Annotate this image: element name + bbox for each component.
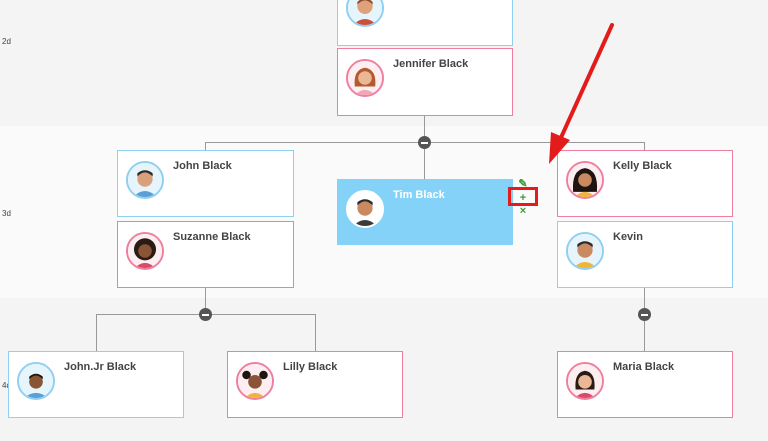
person-name: Kevin — [613, 231, 643, 243]
connector-line — [644, 142, 645, 150]
female-avatar-icon — [346, 59, 384, 97]
female-avatar-icon — [566, 161, 604, 199]
male-avatar-icon — [566, 232, 604, 270]
person-card-jennifer[interactable]: Jennifer Black — [337, 48, 513, 116]
collapse-toggle[interactable] — [418, 136, 431, 149]
person-name: Suzanne Black — [173, 231, 251, 243]
highlight-box — [508, 187, 538, 206]
person-name: Jennifer Black — [393, 58, 469, 70]
person-card-john-jr[interactable]: John.Jr Black — [8, 351, 184, 418]
male-avatar-icon — [346, 190, 384, 228]
connector-line — [205, 142, 206, 150]
collapse-toggle[interactable] — [199, 308, 212, 321]
person-name: Lilly Black — [283, 361, 338, 373]
person-name: Maria Black — [613, 361, 675, 373]
person-card-suzanne[interactable]: Suzanne Black — [117, 221, 294, 288]
connector-line — [424, 116, 425, 142]
connector-line — [315, 314, 316, 351]
plus-icon[interactable]: + — [519, 192, 527, 204]
male-avatar-icon — [126, 161, 164, 199]
person-card-top[interactable] — [337, 0, 513, 46]
connector-line — [205, 288, 206, 314]
close-icon[interactable]: × — [519, 205, 527, 217]
person-card-john[interactable]: John Black — [117, 150, 294, 217]
female-avatar-icon — [236, 362, 274, 400]
person-card-kevin[interactable]: Kevin — [557, 221, 733, 288]
person-name: John Black — [173, 160, 232, 172]
female-avatar-icon — [566, 362, 604, 400]
person-name: Tim Black — [393, 189, 445, 201]
person-name: Kelly Black — [613, 160, 672, 172]
generation-label-3d: 3d — [2, 209, 11, 218]
female-avatar-icon — [126, 232, 164, 270]
pencil-icon[interactable]: ✎ — [518, 178, 528, 190]
person-card-tim[interactable]: Tim Black — [337, 179, 513, 245]
connector-line — [96, 314, 97, 351]
person-name: John.Jr Black — [64, 361, 137, 373]
person-card-maria[interactable]: Maria Black — [557, 351, 733, 418]
node-actions: ✎ + × — [513, 178, 533, 217]
collapse-toggle[interactable] — [638, 308, 651, 321]
generation-label-2d: 2d — [2, 37, 11, 46]
generation-label-4d: 4d — [2, 381, 11, 390]
connector-line — [424, 142, 425, 179]
male-avatar-icon — [17, 362, 55, 400]
person-card-lilly[interactable]: Lilly Black — [227, 351, 403, 418]
person-card-kelly[interactable]: Kelly Black — [557, 150, 733, 217]
